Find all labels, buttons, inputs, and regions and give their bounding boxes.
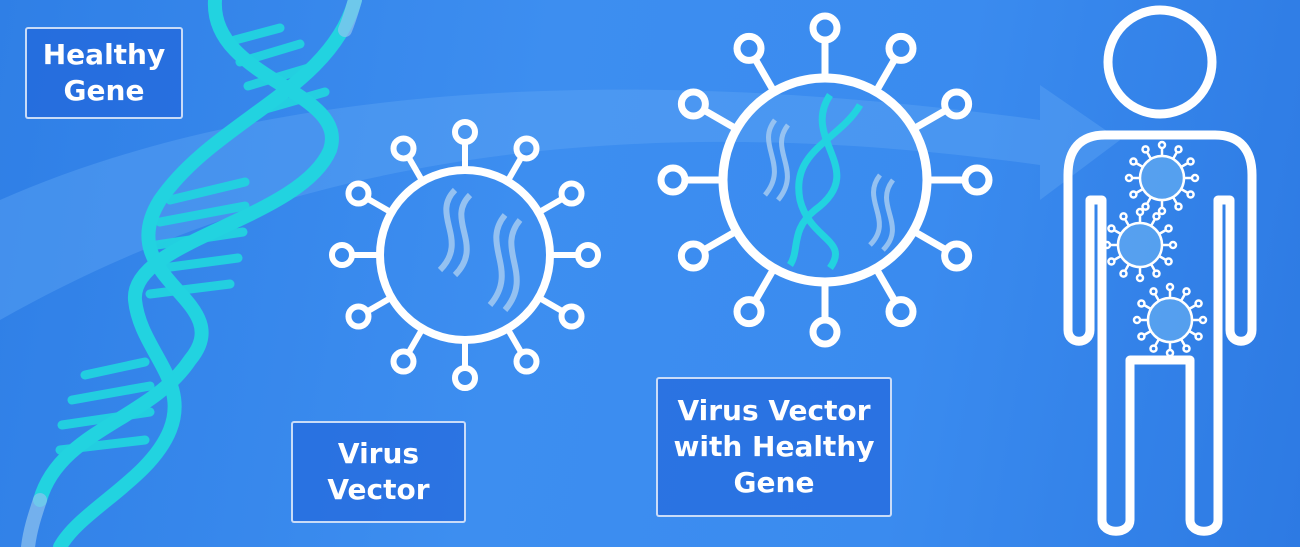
mini-virus-icon xyxy=(1116,221,1164,269)
virus-spike-knob xyxy=(452,119,478,145)
vector-gene-line-3: Gene xyxy=(733,466,815,499)
virus-spike-knob xyxy=(558,303,585,330)
virus-spike-knob xyxy=(941,240,973,272)
virus-spike-knob xyxy=(885,296,917,328)
virus-spike xyxy=(537,294,565,315)
virus-spike-knob xyxy=(941,88,973,120)
virus-spike-knob xyxy=(390,135,417,162)
virus-vector-line-1: Virus xyxy=(337,437,420,470)
virus-vector-with-healthy-gene-label: Virus Vector with Healthy Gene xyxy=(656,377,892,517)
virus-spike-knob xyxy=(575,242,601,268)
virus-spike xyxy=(365,294,393,315)
virus-spike-knob xyxy=(677,88,709,120)
virus-spike-knob xyxy=(513,348,540,375)
virus-spike-knob xyxy=(809,316,841,348)
healthy-gene-label: Healthy Gene xyxy=(25,27,183,119)
virus-spike xyxy=(702,227,739,254)
virus-spike-knob xyxy=(390,348,417,375)
virus-spike xyxy=(537,195,565,216)
virus-spike xyxy=(504,155,525,183)
virus-spike xyxy=(872,57,899,94)
virus-spike-knob xyxy=(677,240,709,272)
virus-spike-knob xyxy=(733,296,765,328)
virus-spike-knob xyxy=(329,242,355,268)
virus-spike xyxy=(872,266,899,303)
virus-vector-line-2: Vector xyxy=(327,473,430,506)
virus-spike-knob xyxy=(345,180,372,207)
virus-spike-knob xyxy=(345,303,372,330)
virus-vector-label: Virus Vector xyxy=(291,421,466,523)
virus-spike-knob xyxy=(452,365,478,391)
virus-spike xyxy=(365,195,393,216)
mini-virus-icon xyxy=(1146,296,1194,344)
virus-spike-knob xyxy=(558,180,585,207)
virus-spike xyxy=(751,266,778,303)
virus-spike-knob xyxy=(733,32,765,64)
virus-spike xyxy=(702,106,739,133)
virus-spike-knob xyxy=(961,164,993,196)
virus-spike xyxy=(751,57,778,94)
virus-spike xyxy=(504,327,525,355)
vector-gene-line-2: with Healthy xyxy=(673,430,875,463)
virus-spike xyxy=(405,327,426,355)
virus-spike-knob xyxy=(809,12,841,44)
healthy-gene-line-2: Gene xyxy=(63,74,145,107)
virus-spike-knob xyxy=(885,32,917,64)
virus-spike-knob xyxy=(513,135,540,162)
virus-spike xyxy=(911,106,948,133)
virus-spike xyxy=(405,155,426,183)
mini-virus-icon xyxy=(1138,154,1186,202)
virus-spike-knob xyxy=(657,164,689,196)
virus-spike xyxy=(911,227,948,254)
vector-gene-line-1: Virus Vector xyxy=(677,394,871,427)
healthy-gene-line-1: Healthy xyxy=(42,38,166,71)
